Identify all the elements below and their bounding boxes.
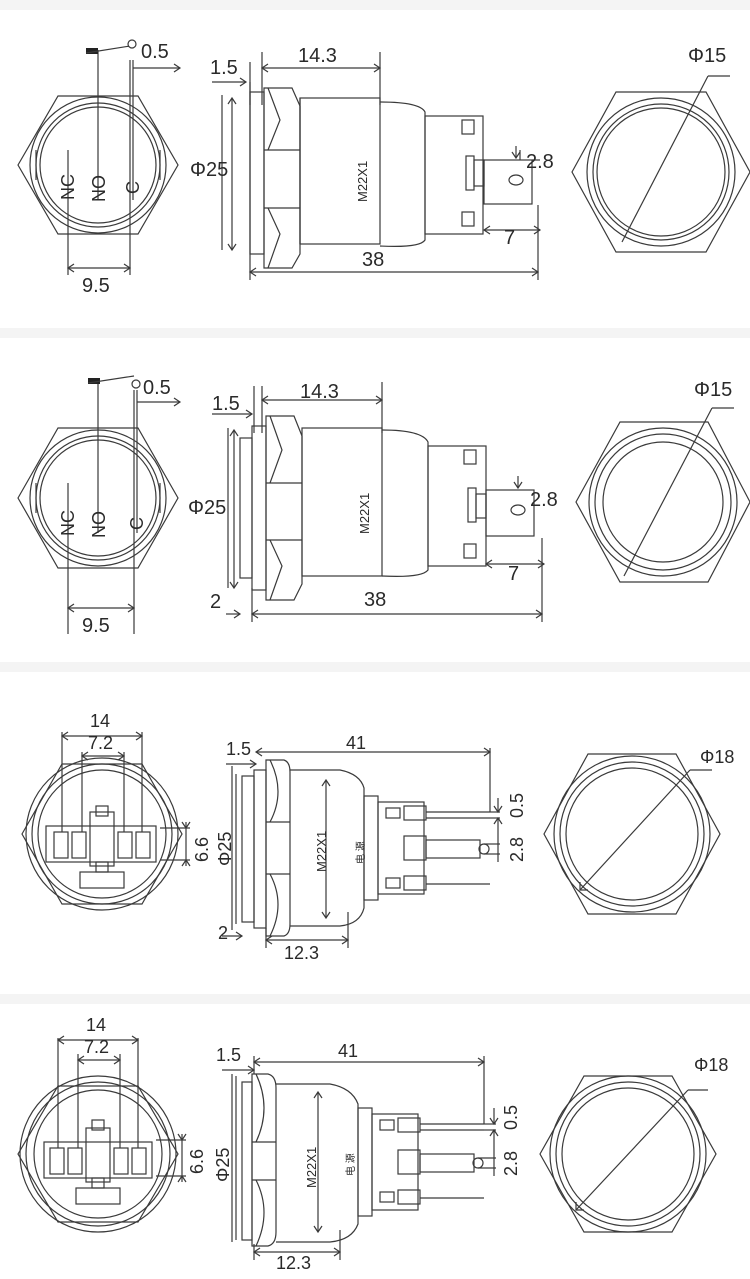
pin-label-c: C [127,517,147,530]
front-width-outer-label: 14 [86,1015,107,1035]
side-thread-label: M22X1 [355,160,370,202]
side-diameter-label: Φ25 [215,831,235,866]
front-pin-spacing-label: 9.5 [82,615,110,637]
side-pin-thickness-label: 0.5 [507,792,527,818]
side-diameter-label: Φ25 [188,497,227,519]
front-view [17,1035,187,1233]
side-terminal-length-label: 7 [508,563,520,585]
front-pin-spacing-label: 9.5 [82,275,110,297]
back-diameter-label: Φ15 [688,45,727,67]
front-width-inner-label: 7.2 [88,733,114,753]
back-view [575,407,750,583]
side-thread-label: M22X1 [304,1146,319,1188]
back-view [543,753,721,915]
side-view [212,382,546,622]
front-view [17,39,182,275]
side-flange-label: 1.5 [226,739,252,759]
back-diameter-label: Φ15 [694,379,733,401]
side-thread-label: M22X1 [314,830,329,872]
pin-label-nc: NC [58,174,78,200]
side-lens-label: 2 [218,923,229,943]
side-base-length-label: 12.3 [284,943,320,963]
front-width-outer-label: 14 [90,711,111,731]
panel-4: 14 7.2 6.6 1.5 41 Φ25 M22X1 电 源 12.3 0.5… [0,1004,750,1279]
side-diameter-label: Φ25 [213,1147,233,1182]
side-terminal-width-label: 2.8 [530,489,558,511]
panel-2: 0.5 9.5 NC NO C 1.5 2 14.3 Φ25 M22X1 2.8… [0,338,750,662]
back-diameter-label: Φ18 [700,747,735,767]
pin-label-no: NO [89,511,109,538]
side-pin-thickness-label: 0.5 [501,1104,521,1130]
side-terminal-width-label: 2.8 [526,151,554,173]
front-pin-thickness-label: 0.5 [143,377,171,399]
side-body-text: 电 源 [356,841,367,864]
side-base-length-label: 12.3 [276,1253,312,1273]
side-total-length-label: 38 [362,249,385,271]
side-total-length-label: 41 [346,733,367,753]
side-thread-label: M22X1 [357,492,372,534]
panel-1-drawing [17,39,750,280]
panel-3: 14 7.2 6.6 1.5 41 Φ25 M22X1 电 源 2 12.3 0… [0,672,750,994]
side-lens-label: 2 [210,591,222,613]
side-flange-label: 1.5 [212,393,240,415]
back-view [571,75,750,253]
back-diameter-label: Φ18 [694,1055,729,1075]
pin-label-no: NO [89,175,109,202]
side-terminal-width-label: 2.8 [501,1150,521,1176]
side-body-length-label: 14.3 [300,381,339,403]
side-view [222,1056,499,1260]
front-view [21,731,191,911]
panel-2-drawing [17,375,750,634]
side-flange-label: 1.5 [216,1045,242,1065]
side-body-length-label: 14.3 [298,45,337,67]
side-total-length-label: 41 [338,1041,359,1061]
panel-4-drawing [17,1035,717,1260]
back-view [539,1075,717,1233]
side-view [222,747,503,948]
side-flange-label: 1.5 [210,57,238,79]
pin-label-c: C [123,181,143,194]
side-view [212,52,542,280]
front-view [17,375,182,634]
front-height-label: 6.6 [192,836,212,862]
side-terminal-length-label: 7 [504,227,516,249]
panel-3-drawing [21,731,721,948]
front-pin-thickness-label: 0.5 [141,41,169,63]
pin-label-nc: NC [58,510,78,536]
side-diameter-label: Φ25 [190,159,229,181]
side-body-text: 电 源 [346,1153,357,1176]
side-total-length-label: 38 [364,589,387,611]
side-terminal-width-label: 2.8 [507,836,527,862]
front-height-label: 6.6 [187,1148,207,1174]
front-width-inner-label: 7.2 [84,1037,110,1057]
panel-1: 0.5 9.5 NC NO C 1.5 14.3 Φ25 M22X1 2.8 7… [0,10,750,328]
